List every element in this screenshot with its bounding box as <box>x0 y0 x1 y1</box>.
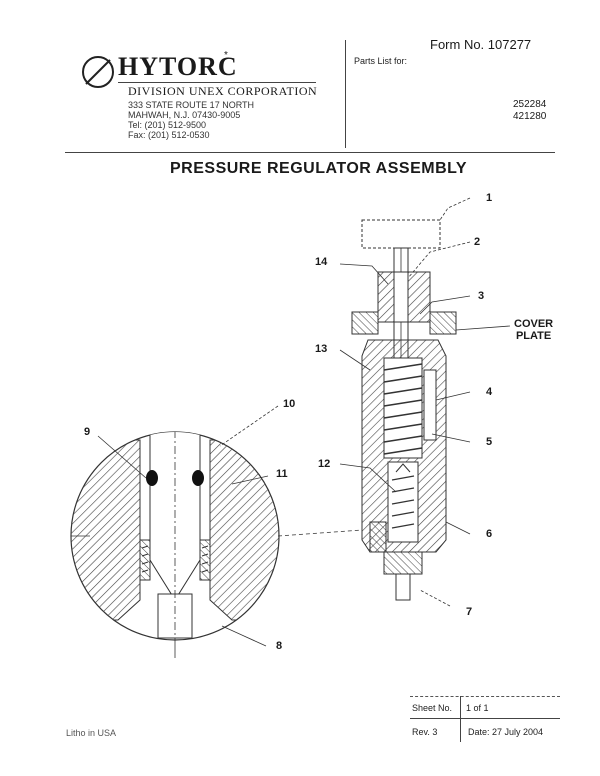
callout-12: 12 <box>318 458 331 470</box>
logo-trademark: * <box>224 50 228 61</box>
company-address: 333 STATE ROUTE 17 NORTH MAHWAH, N.J. 07… <box>128 100 254 140</box>
parts-list-label: Parts List for: <box>354 56 408 66</box>
address-line: MAHWAH, N.J. 07430-9005 <box>128 110 241 120</box>
phone-line: Tel: (201) 512-9500 <box>128 120 207 130</box>
cover-plate-line: COVER <box>514 318 554 330</box>
callout-9: 9 <box>84 426 91 438</box>
callout-7: 7 <box>466 606 473 618</box>
cover-plate-line: PLATE <box>515 330 552 342</box>
logo-underline <box>118 82 316 83</box>
sheet-label: Sheet No. <box>412 703 453 713</box>
print-origin: Litho in USA <box>66 728 117 738</box>
leader-lines <box>97 197 511 647</box>
callout-10: 10 <box>283 398 296 410</box>
part-number: 252284 <box>513 99 547 110</box>
callout-3: 3 <box>478 290 485 302</box>
page-title: PRESSURE REGULATOR ASSEMBLY <box>170 160 468 177</box>
revision: Rev. 3 <box>412 727 438 737</box>
title-block-rule <box>410 696 560 697</box>
company-division: DIVISION UNEX CORPORATION <box>128 84 318 98</box>
callout-2: 2 <box>474 236 481 248</box>
fax-line: Fax: (201) 512-0530 <box>128 130 210 140</box>
callout-11: 11 <box>276 468 288 480</box>
callout-6: 6 <box>486 528 493 540</box>
header-divider <box>345 40 346 148</box>
header-rule <box>65 152 555 153</box>
title-block: Sheet No. 1 of 1 Rev. 3 Date: 27 July 20… <box>410 696 560 742</box>
callout-1: 1 <box>486 192 493 204</box>
title-block-rule <box>410 718 560 719</box>
callout-8: 8 <box>276 640 283 652</box>
detail-view <box>70 431 363 658</box>
title-block-divider <box>460 696 461 742</box>
callout-5: 5 <box>486 436 493 448</box>
regulator-section <box>351 219 457 601</box>
cover-plate-label: COVER PLATE <box>514 318 553 342</box>
callout-4: 4 <box>486 386 493 398</box>
callout-14: 14 <box>315 256 328 268</box>
callout-13: 13 <box>315 343 328 355</box>
address-line: 333 STATE ROUTE 17 NORTH <box>128 100 255 110</box>
sheet-value: 1 of 1 <box>466 703 489 713</box>
company-logo-text: HYTORC <box>118 52 238 81</box>
logo-mark-icon <box>82 56 114 88</box>
form-number: Form No. 107277 <box>430 37 532 52</box>
assembly-drawing <box>70 197 511 658</box>
part-number: 421280 <box>513 111 547 122</box>
revision-date: Date: 27 July 2004 <box>468 727 544 737</box>
